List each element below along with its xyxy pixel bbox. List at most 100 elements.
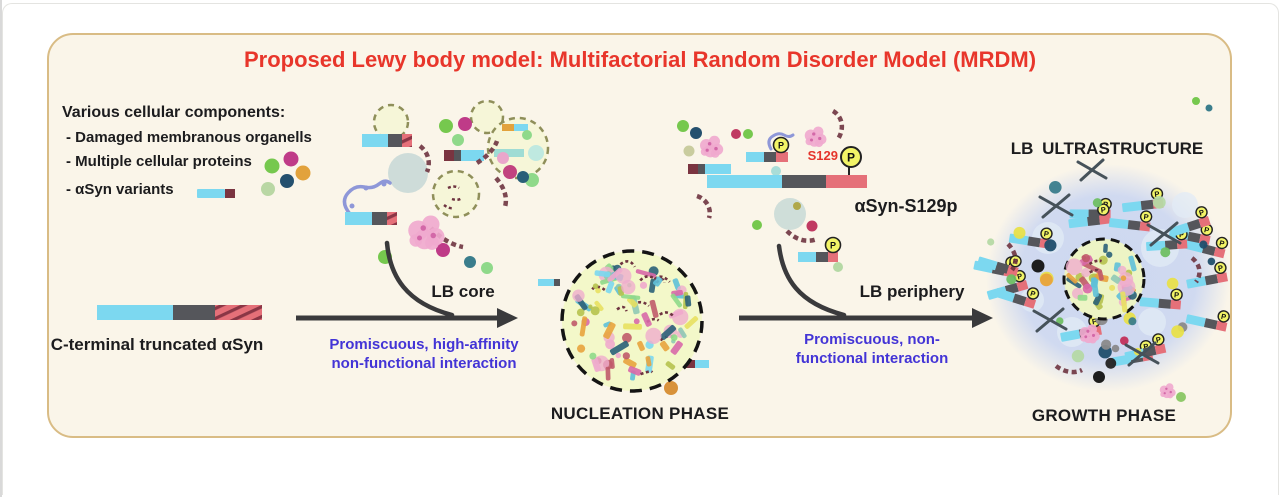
filament-icon xyxy=(1041,193,1071,219)
protein-aggregate-blob xyxy=(812,132,816,136)
core-fragment xyxy=(1110,274,1121,284)
asyn-s129p-large-bar xyxy=(826,175,867,188)
core-fragment xyxy=(603,321,612,328)
phospho-p-label: P xyxy=(1029,289,1036,299)
asyn-s129p-bar xyxy=(776,152,788,162)
membrane-fragment-icon xyxy=(475,140,500,165)
asyn-s129p-bar xyxy=(1023,297,1037,309)
protein-dots-icon xyxy=(280,174,294,188)
phospho-p-badge xyxy=(1040,227,1053,240)
asyn-nac-domain xyxy=(173,305,215,320)
protein-dot xyxy=(664,381,678,395)
asyn-s129p-bar xyxy=(1198,216,1211,228)
protein-aggregate-blob xyxy=(700,135,724,158)
phospho-p-badge xyxy=(1214,261,1227,275)
protein-dot xyxy=(464,256,476,268)
vesicle-dot xyxy=(793,202,801,210)
asyn-s129p-bar xyxy=(1170,299,1182,310)
protein-aggregate-blob xyxy=(1163,392,1166,395)
protein-dots-icon xyxy=(261,182,275,196)
core-dot xyxy=(639,281,648,289)
protein-dot xyxy=(1031,259,1045,273)
core-fragment xyxy=(684,316,699,329)
c-terminal-truncated-asyn-bar xyxy=(97,305,262,320)
asyn-s129p-bar xyxy=(1216,272,1228,284)
phospho-p-badge xyxy=(1139,210,1153,223)
asyn-variant-bar xyxy=(685,360,695,368)
asyn-variant-bar xyxy=(705,164,731,174)
asyn-s129p-bar xyxy=(1154,343,1167,355)
asyn-s129p-bar xyxy=(1006,265,1019,277)
core-fibril xyxy=(640,370,654,376)
protein-dot xyxy=(1205,104,1213,112)
asyn-variant-bar xyxy=(461,150,484,161)
protein-dot xyxy=(1176,392,1186,402)
phospho-p-label: P xyxy=(1155,335,1162,345)
core-dot xyxy=(622,352,630,360)
protein-aggregate-blob xyxy=(814,138,824,148)
membrane-fragment-icon xyxy=(494,176,509,208)
asyn-s129p-bar xyxy=(977,256,998,271)
core-fragment xyxy=(1097,270,1104,281)
core-fragment xyxy=(579,316,588,337)
core-dot xyxy=(571,320,578,327)
membrane-fragment-icon xyxy=(1190,256,1202,284)
core-fragment xyxy=(684,295,692,307)
protein-dot xyxy=(833,262,843,272)
asyn-variant-bar xyxy=(362,134,388,147)
core-blob xyxy=(615,267,632,284)
protein-aggregate-blob xyxy=(430,232,436,239)
periphery-dot xyxy=(1105,357,1117,369)
vesicle-fibril xyxy=(451,196,463,202)
asyn-n-terminus xyxy=(97,305,173,320)
asyn-s129p-bar xyxy=(1060,329,1081,342)
core-fragment xyxy=(609,340,629,356)
cytoskeletal-filaments xyxy=(1032,158,1182,367)
asyn-s129p-bar xyxy=(1164,240,1178,250)
core-blob xyxy=(593,355,610,372)
asyn-s129p-bar xyxy=(1139,297,1160,308)
vesicle-fibril xyxy=(443,204,455,210)
core-blob xyxy=(1065,258,1083,276)
protein-aggregate-blob xyxy=(417,235,422,241)
growth-interaction-note: Promiscuous, non- functional interaction xyxy=(796,330,949,368)
legend-item-damaged-organelles: - Damaged membranous organells xyxy=(66,129,312,146)
membrane-fragment-icon xyxy=(1006,242,1018,272)
core-fragment xyxy=(623,357,637,369)
membrane-fragment-icon xyxy=(831,109,845,141)
core-blob xyxy=(1081,268,1091,278)
asyn-s129p-large-bar xyxy=(782,175,826,188)
core-dot xyxy=(589,352,597,360)
asyn-s129p-bar xyxy=(1215,320,1228,332)
asyn-s129p-unit: P xyxy=(994,287,1040,309)
asyn-s129p-bar xyxy=(1069,209,1089,219)
organelle-body xyxy=(388,153,428,193)
asyn-s129p-bar xyxy=(1183,239,1204,253)
asyn-c-terminus-truncated xyxy=(215,305,262,320)
asyn-s129p-unit: P xyxy=(1139,288,1183,310)
protein-aggregate-blob xyxy=(1079,324,1100,344)
vesicle-protein-bar xyxy=(514,124,528,131)
core-fragment xyxy=(620,294,641,300)
core-fragment xyxy=(645,356,652,367)
asyn-s129p-unit: P xyxy=(1185,310,1230,332)
core-dot xyxy=(592,283,599,290)
growth-phase-label: GROWTH PHASE xyxy=(1031,406,1177,425)
asyn-s129p-bar xyxy=(1187,231,1201,243)
protein-dot xyxy=(731,129,741,139)
periphery-vesicle xyxy=(1172,192,1198,218)
core-blob xyxy=(1117,278,1136,296)
core-fragment xyxy=(670,293,683,308)
asyn-variant-bar xyxy=(554,279,560,286)
phospho-p-label: P xyxy=(1218,238,1225,248)
protein-dot xyxy=(458,117,472,131)
asyn-s129p-bar xyxy=(1169,222,1190,237)
asyn-variant-bar-icon xyxy=(197,189,225,198)
core-fibril xyxy=(659,311,675,318)
core-dot xyxy=(595,287,601,294)
core-dot xyxy=(577,344,586,353)
